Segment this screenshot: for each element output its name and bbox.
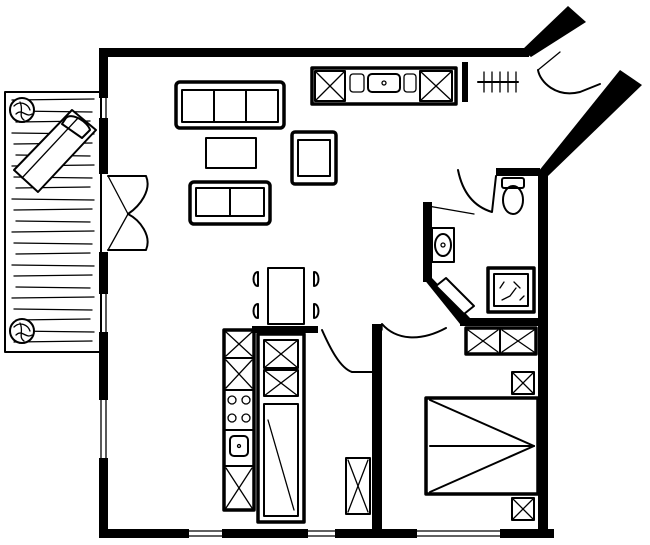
hall-divider — [462, 62, 468, 102]
washbasin — [431, 227, 455, 263]
balcony-outline — [4, 91, 102, 353]
balcony-slat — [13, 308, 93, 311]
balcony-slat — [11, 264, 95, 267]
bath-shelf — [435, 277, 475, 315]
potted-plant-top — [9, 97, 35, 123]
double-bed — [424, 396, 540, 496]
nightstand-bottom — [511, 497, 535, 521]
dining-table — [252, 267, 320, 325]
balcony — [4, 91, 102, 353]
stove — [227, 395, 251, 423]
balcony-slat — [11, 296, 95, 299]
loveseat — [188, 180, 272, 226]
toilet — [501, 177, 525, 215]
coat-rack — [477, 71, 519, 93]
coffee-table — [205, 137, 257, 169]
windows — [100, 97, 501, 537]
kitchen — [222, 324, 382, 530]
kitchen-counter-top — [310, 66, 458, 106]
balcony-slat — [15, 186, 91, 189]
shower — [486, 266, 536, 314]
sink — [229, 435, 249, 457]
balcony-slat — [11, 198, 95, 201]
balcony-slat — [15, 286, 91, 289]
sofa — [174, 80, 286, 130]
refrigerator — [263, 403, 299, 517]
living-room — [174, 80, 338, 325]
tall-cupboards — [256, 332, 306, 524]
balcony-door — [107, 175, 149, 251]
bathroom — [381, 168, 540, 339]
balcony-slat — [13, 274, 93, 277]
potted-plant-bottom — [9, 318, 35, 344]
balcony-slat — [13, 208, 93, 211]
armchair — [290, 130, 338, 186]
entrance-hall — [477, 51, 601, 95]
balcony-slat — [15, 220, 91, 223]
balcony-slat — [15, 252, 91, 255]
kitchen-counter — [222, 328, 256, 512]
kitchen-sink — [367, 73, 401, 93]
exterior-walls — [99, 6, 642, 538]
bedroom — [424, 326, 540, 521]
sun-lounger — [13, 109, 97, 193]
wardrobe — [345, 457, 371, 515]
balcony-slat — [13, 242, 93, 245]
nightstand-top — [511, 371, 535, 395]
balcony-slat — [11, 230, 95, 233]
bedroom-shelf — [464, 326, 538, 356]
